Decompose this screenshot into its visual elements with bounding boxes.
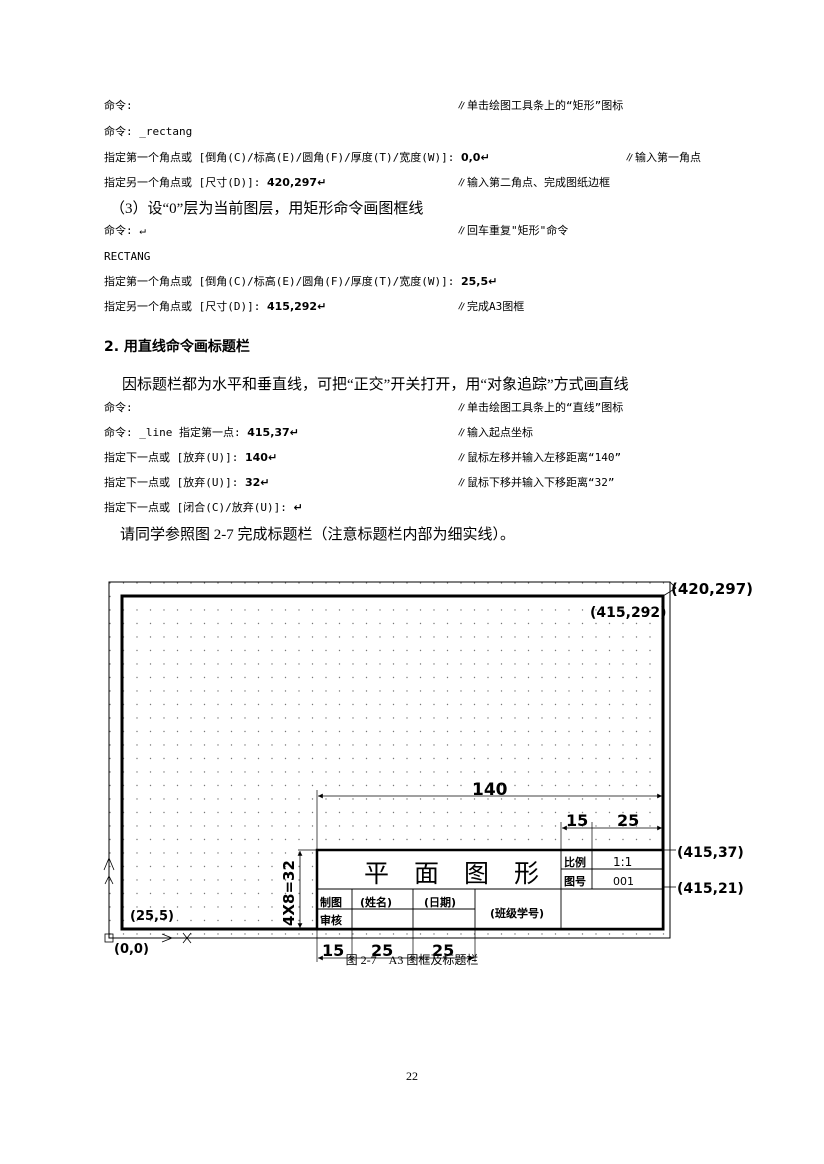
page-number: 22	[406, 1069, 418, 1083]
cmd-line: 命令:	[104, 401, 133, 414]
cmd-line: 命令: _rectang	[104, 125, 193, 138]
drawing-no-label: 图号	[564, 875, 586, 888]
ucs-icon	[103, 852, 192, 944]
cmd-comment: ∥输入起点坐标	[456, 426, 533, 439]
section-heading: 2. 用直线命令画标题栏	[104, 339, 250, 355]
coord-label: (415,21)	[677, 881, 744, 897]
drawn-by-label: 制图	[320, 895, 342, 909]
date-field: (日期)	[424, 895, 456, 909]
cmd-line: 命令:	[104, 99, 133, 112]
paper-border	[108, 581, 671, 939]
cmd-line: 指定另一个角点或 [尺寸(D)]: 415,292↵	[104, 300, 327, 313]
cmd-line: 指定另一个角点或 [尺寸(D)]: 420,297↵	[104, 176, 327, 189]
coord-label: (415,292)	[590, 605, 667, 621]
title-text: 平 面 图 形	[364, 859, 539, 888]
cmd-line: 指定下一点或 [放弃(U)]: 140↵	[104, 451, 278, 464]
cmd-line: 命令: ↵	[104, 224, 146, 237]
coord-label: (420,297)	[671, 580, 753, 598]
cmd-comment: ∥单击绘图工具条上的“直线”图标	[456, 401, 624, 414]
cmd-comment: ∥鼠标下移并输入下移距离“32”	[456, 476, 615, 489]
scale-label: 比例	[564, 855, 586, 869]
dimension-label: 25	[617, 811, 639, 830]
cmd-comment: ∥完成A3图框	[456, 300, 525, 313]
cmd-line: RECTANG	[104, 250, 151, 263]
coord-label: (25,5)	[130, 909, 174, 924]
dimension-label: 4X8=32	[280, 860, 298, 926]
cmd-line: 指定第一个角点或 [倒角(C)/标高(E)/圆角(F)/厚度(T)/宽度(W)]…	[104, 275, 498, 288]
cmd-comment: ∥回车重复"矩形"命令	[456, 224, 569, 237]
cmd-comment: ∥输入第一角点	[624, 151, 701, 164]
figure-caption: 图 2-7 A3 图框及标题栏	[345, 953, 479, 967]
cmd-line: 指定第一个角点或 [倒角(C)/标高(E)/圆角(F)/厚度(T)/宽度(W)]…	[104, 151, 490, 164]
dimension-label: 140	[472, 780, 508, 800]
coord-label: (415,37)	[677, 845, 744, 861]
reference-paragraph: 请同学参照图 2-7 完成标题栏（注意标题栏内部为细实线）。	[120, 527, 515, 543]
scale-value: 1:1	[613, 855, 632, 869]
cmd-line: 命令: _line 指定第一点: 415,37↵	[104, 426, 299, 439]
dimension-label: 15	[566, 811, 588, 830]
cmd-line: 指定下一点或 [放弃(U)]: 32↵	[104, 476, 270, 489]
class-no-field: (班级学号)	[490, 906, 544, 920]
drawing-frame	[120, 594, 665, 931]
checked-by-label: 审核	[320, 913, 342, 927]
drawing-no-value: 001	[613, 875, 634, 888]
cmd-comment: ∥单击绘图工具条上的“矩形”图标	[456, 99, 624, 112]
name-field: (姓名)	[360, 895, 392, 909]
step3-paragraph: （3）设“0”层为当前图层，用矩形命令画图框线	[110, 201, 424, 217]
cmd-comment: ∥鼠标左移并输入左移距离“140”	[456, 451, 622, 464]
cmd-comment: ∥输入第二角点、完成图纸边框	[456, 176, 610, 189]
cmd-line: 指定下一点或 [闭合(C)/放弃(U)]: ↵	[104, 501, 303, 514]
body-paragraph: 因标题栏都为水平和垂直线，可把“正交”开关打开，用“对象追踪”方式画直线	[122, 377, 629, 393]
title-block	[315, 848, 665, 931]
